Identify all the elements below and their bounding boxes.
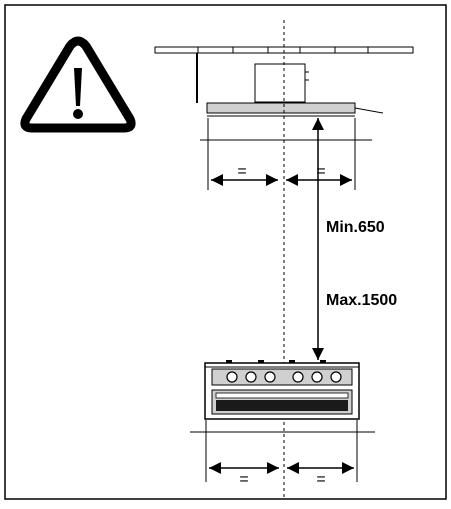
diagram-border bbox=[4, 4, 447, 500]
cooktop-left-equal-label: = bbox=[239, 471, 248, 488]
hood-left-equal-label: = bbox=[237, 163, 246, 180]
cooktop-right-equal-label: = bbox=[316, 471, 325, 488]
max-distance-label: Max.1500 bbox=[326, 292, 397, 309]
warning-triangle-icon bbox=[20, 36, 136, 133]
cooktop-icon bbox=[204, 360, 360, 420]
min-distance-label: Min.650 bbox=[326, 219, 385, 236]
